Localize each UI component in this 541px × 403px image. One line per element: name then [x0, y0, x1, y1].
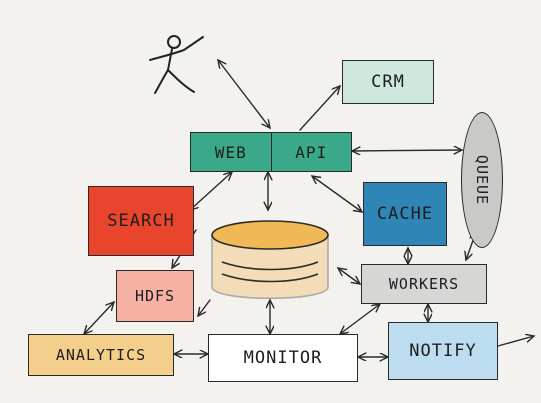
crm-node: CRM: [342, 60, 434, 104]
workers-label: WORKERS: [388, 275, 460, 293]
edge-monitor-workers: [340, 304, 380, 334]
api-label: API: [295, 142, 328, 162]
notify-node: NOTIFY: [388, 322, 498, 380]
user-figure-icon: [149, 35, 204, 94]
cache-label: CACHE: [376, 204, 434, 224]
search-node: SEARCH: [88, 186, 194, 256]
edge-db-hdfs: [198, 299, 211, 316]
queue-node: QUEUE: [461, 112, 503, 248]
database-cylinder: [211, 220, 329, 299]
cache-node: CACHE: [363, 182, 447, 246]
database-line-1: [221, 261, 319, 271]
notify-label: NOTIFY: [409, 341, 477, 361]
edge-web-search: [190, 172, 232, 210]
hdfs-node: HDFS: [116, 270, 194, 322]
database-body: [211, 235, 329, 299]
edge-user-web: [218, 60, 270, 128]
edge-api-crm: [299, 86, 340, 131]
web-segment: WEB: [191, 133, 272, 171]
analytics-node: ANALYTICS: [28, 334, 174, 376]
monitor-label: MONITOR: [243, 348, 323, 368]
edge-db-workers: [338, 268, 360, 284]
workers-node: WORKERS: [361, 264, 487, 304]
queue-label: QUEUE: [473, 154, 491, 206]
web-label: WEB: [214, 142, 247, 162]
edge-api-queue: [352, 150, 462, 151]
search-label: SEARCH: [107, 211, 175, 231]
database-top: [211, 220, 329, 250]
analytics-label: ANALYTICS: [55, 346, 147, 364]
connector-lines: [84, 60, 534, 357]
monitor-node: MONITOR: [208, 334, 358, 382]
crm-label: CRM: [371, 72, 405, 92]
edge-notify-out: [497, 336, 534, 347]
hdfs-label: HDFS: [134, 287, 176, 305]
edge-hdfs-analytics: [84, 302, 114, 334]
api-segment: API: [272, 133, 352, 171]
web-api-node: WEB API: [190, 132, 352, 172]
edge-api-cache: [312, 176, 362, 212]
database-line-2: [221, 273, 319, 283]
